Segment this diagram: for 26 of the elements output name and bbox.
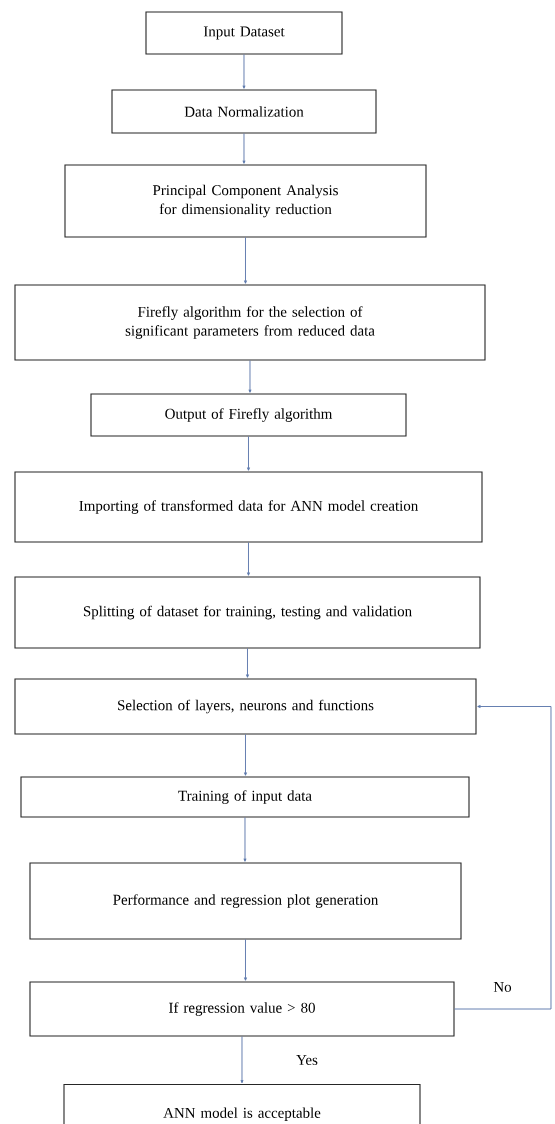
arrow — [247, 436, 250, 471]
arrow — [244, 939, 247, 981]
process-box: Input Dataset — [145, 11, 343, 55]
process-box: Splitting of dataset for training, testing and validation — [14, 576, 481, 649]
arrow — [454, 705, 552, 1010]
arrow — [247, 542, 250, 576]
arrow — [246, 648, 249, 678]
arrow — [244, 734, 247, 776]
arrow — [240, 1036, 244, 1084]
process-box: If regression value > 80 — [29, 981, 455, 1037]
arrow — [242, 133, 246, 164]
process-box: Output of Firefly algorithm — [90, 393, 407, 437]
process-box: Training of input data — [20, 776, 470, 818]
process-box: ANN model is acceptable — [63, 1084, 421, 1124]
process-box: Firefly algorithm for the selection of significant parameters from reduced data — [14, 284, 486, 361]
process-box: Data Normalization — [111, 89, 377, 134]
process-box: Principal Component Analysis for dimensionality reduction — [64, 164, 427, 238]
edge-label: Yes — [295, 1054, 319, 1066]
process-box: Importing of transformed data for ANN model creation — [14, 471, 483, 543]
arrow — [243, 817, 247, 862]
edge-label: No — [492, 981, 513, 993]
arrow — [242, 54, 246, 89]
arrow — [248, 360, 252, 393]
process-box: Performance and regression plot generation — [29, 862, 462, 940]
process-box: Selection of layers, neurons and functions — [14, 678, 477, 735]
arrow — [244, 237, 247, 284]
